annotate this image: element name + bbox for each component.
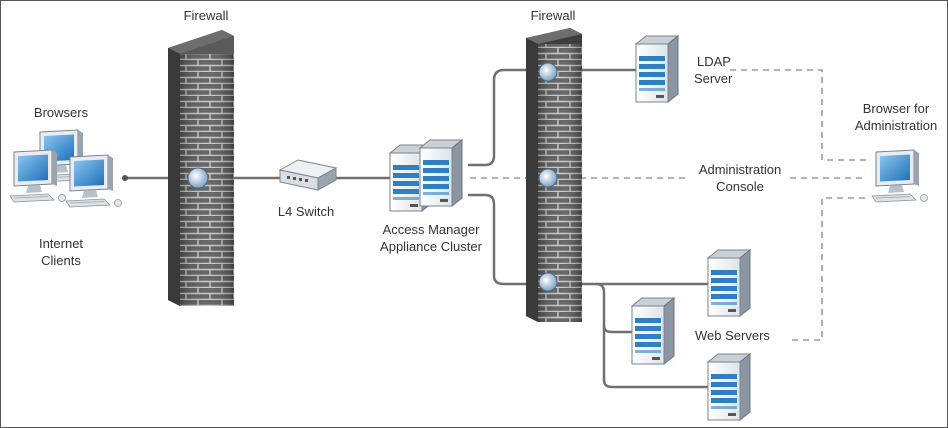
- web-server-icon: [707, 353, 751, 421]
- link-endpoint-dot: [122, 175, 128, 181]
- link-cluster-webservers: [468, 193, 712, 286]
- firewall-port-icon: [538, 62, 558, 82]
- firewall-port-icon: [538, 272, 558, 292]
- link-webserver-2: [595, 282, 632, 334]
- firewall-left-label: Firewall: [183, 8, 229, 23]
- ldap-server-icon: [635, 35, 679, 103]
- web-servers-label: Web Servers: [695, 328, 770, 343]
- firewall-right-label: Firewall: [530, 8, 576, 23]
- l4-switch-icon: [278, 159, 338, 191]
- internet-clients-label-line2: Clients: [41, 253, 81, 268]
- cluster-server-icon: [389, 139, 463, 212]
- dashed-links: [470, 69, 868, 341]
- admin-console-label-line2: Console: [716, 179, 764, 194]
- browsers-label: Browsers: [33, 105, 89, 120]
- web-server-icon: [631, 297, 675, 365]
- ldap-label-line2: Server: [694, 71, 733, 86]
- internet-clients-label-line1: Internet: [38, 236, 84, 251]
- link-cluster-ldap: [468, 68, 636, 167]
- web-server-icon: [707, 249, 751, 317]
- cluster-label-line1: Access Manager: [382, 222, 480, 237]
- link-webservers-admin-browser: [792, 197, 866, 341]
- admin-browser-icon: [871, 149, 928, 203]
- browser-clients-icon: [9, 129, 122, 208]
- browser-admin-label-line1: Browser for: [862, 101, 930, 116]
- firewall-port-icon: [187, 167, 209, 189]
- link-webserver-3: [602, 326, 712, 389]
- link-ldap-admin-browser: [730, 69, 868, 161]
- browser-admin-label-line2: Administration: [854, 118, 938, 133]
- firewall-right: [526, 28, 582, 322]
- cluster-label-line2: Appliance Cluster: [380, 239, 482, 254]
- firewall-left: [168, 30, 234, 306]
- admin-console-label-line1: Administration: [698, 162, 782, 177]
- ldap-label-line1: LDAP: [697, 54, 731, 69]
- l4-switch-label: L4 Switch: [277, 204, 335, 219]
- solid-links: [125, 68, 712, 389]
- firewall-port-icon: [538, 168, 558, 188]
